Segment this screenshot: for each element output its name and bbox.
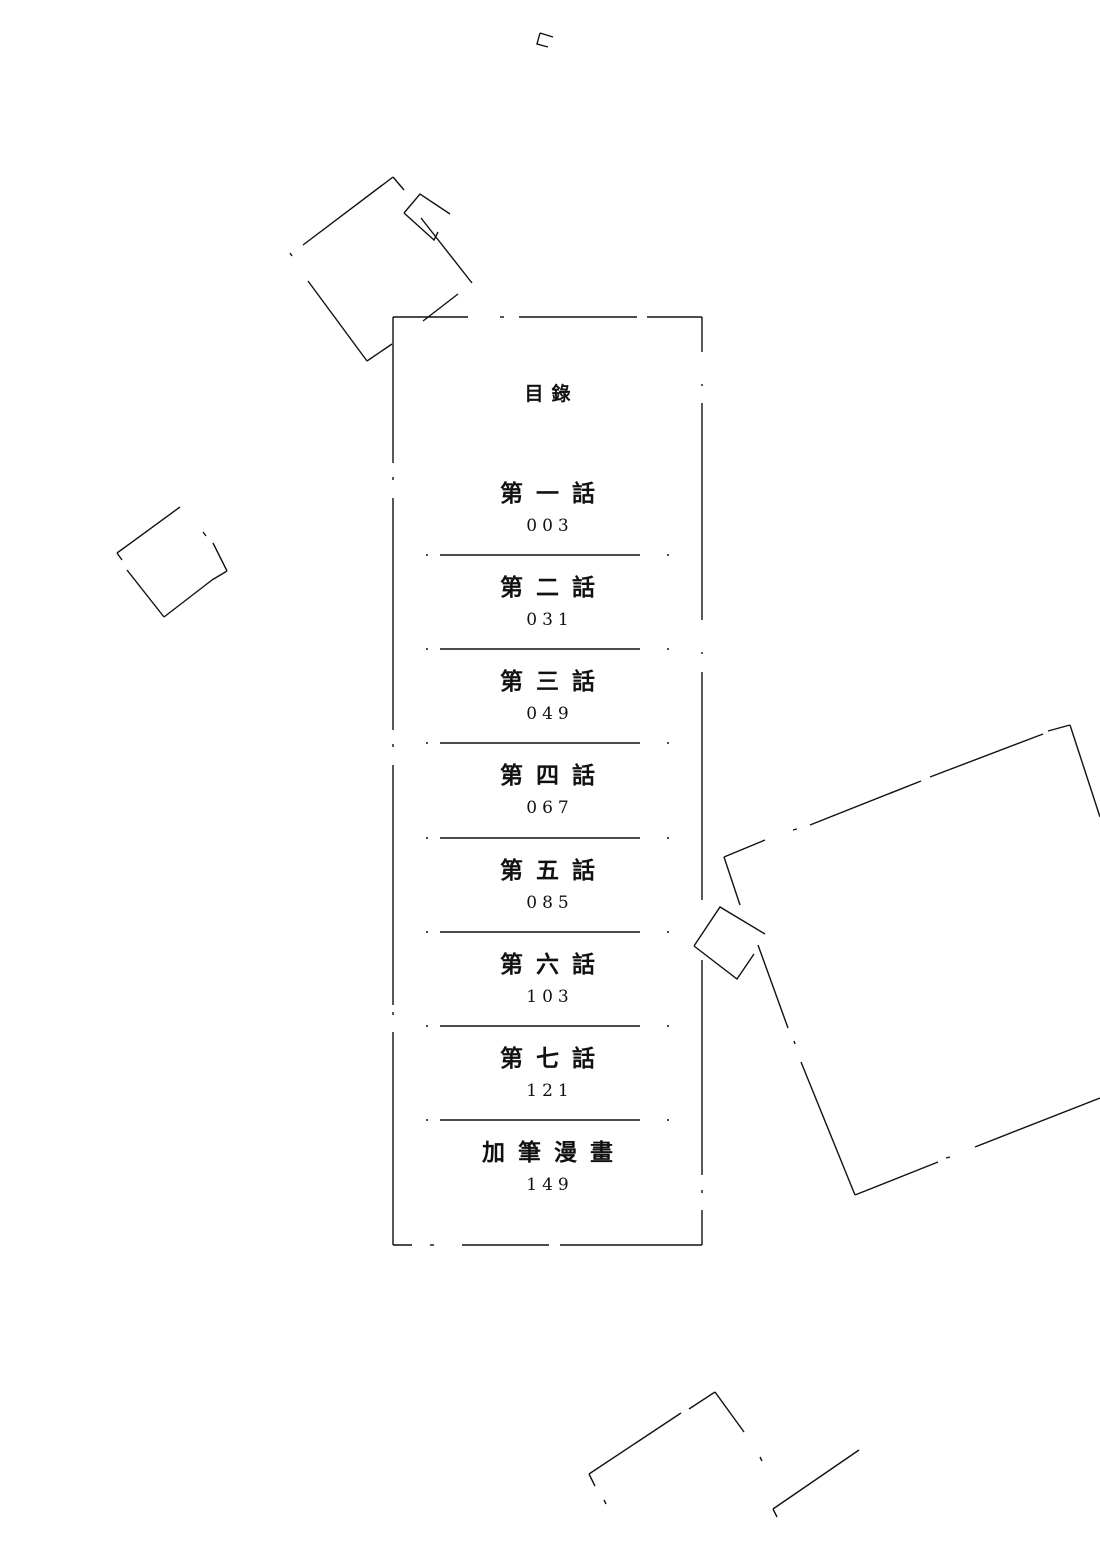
entry-page-number: 049: [526, 704, 574, 724]
entry-label: 第一話: [500, 481, 608, 507]
entry-label: 加筆漫畫: [482, 1140, 626, 1166]
toc-entry[interactable]: 第二話 031: [393, 574, 702, 630]
entry-page-number: 149: [526, 1175, 574, 1195]
tilted-square-bottom: [588, 1391, 860, 1518]
entry-page-number: 003: [526, 516, 574, 536]
tilted-square-top-left: [289, 176, 473, 362]
toc-entry[interactable]: 第四話 067: [393, 762, 702, 818]
toc-entry[interactable]: 加筆漫畫 149: [393, 1139, 702, 1195]
toc-title: 目錄: [524, 383, 579, 405]
entry-label: 第三話: [500, 669, 608, 695]
entry-page-number: 085: [526, 893, 574, 913]
entry-label: 第七話: [500, 1046, 608, 1072]
toc-entry[interactable]: 第三話 049: [393, 668, 702, 724]
tilted-square-left: [116, 506, 228, 618]
entry-label: 第四話: [500, 763, 608, 789]
toc-entry[interactable]: 第七話 121: [393, 1045, 702, 1101]
table-of-contents: 目錄 第一話 003 第二話 031 第三話 049 第四話 067 第五話 0…: [393, 317, 702, 1245]
tilted-square-right: [693, 724, 1100, 1196]
toc-separators: [426, 554, 669, 1121]
entry-page-number: 121: [526, 1081, 574, 1101]
entry-label: 第六話: [500, 952, 608, 978]
small-corner-mark: [536, 32, 554, 48]
entry-page-number: 067: [526, 798, 574, 818]
toc-entry[interactable]: 第一話 003: [393, 480, 702, 536]
toc-entry[interactable]: 第六話 103: [393, 951, 702, 1007]
entry-page-number: 103: [526, 987, 574, 1007]
entry-label: 第二話: [500, 575, 608, 601]
toc-entry[interactable]: 第五話 085: [393, 857, 702, 913]
entry-page-number: 031: [526, 610, 574, 630]
toc-frame-border: [392, 316, 703, 1246]
entry-label: 第五話: [500, 858, 608, 884]
